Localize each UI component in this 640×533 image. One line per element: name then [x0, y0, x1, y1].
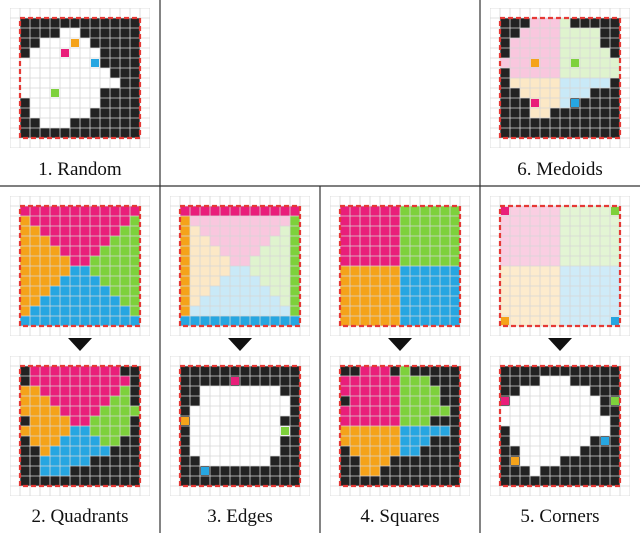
corner-result-green	[611, 397, 619, 405]
panel-edges-init	[170, 196, 310, 336]
caption-squares: 4. Squares	[360, 506, 440, 527]
caption-edges: 3. Edges	[207, 506, 273, 527]
medoid-green	[571, 59, 579, 67]
edge-blue	[201, 467, 209, 475]
panel-squares-init	[330, 196, 470, 336]
seed-magenta	[61, 49, 69, 57]
down-arrow-icon	[68, 338, 92, 351]
corner-result-orange	[511, 457, 519, 465]
caption-medoids: 6. Medoids	[517, 159, 603, 180]
seed-blue	[91, 59, 99, 67]
panel-corners-init	[490, 196, 630, 336]
corner-magenta	[501, 207, 509, 215]
corner-result-blue	[601, 437, 609, 445]
corner-green	[611, 207, 619, 215]
down-arrow-icon	[548, 338, 572, 351]
down-arrow-icon	[228, 338, 252, 351]
corner-orange	[501, 317, 509, 325]
medoid-blue	[571, 99, 579, 107]
panel-squares-result	[330, 356, 470, 496]
seed-orange	[71, 39, 79, 47]
caption-quadrants: 2. Quadrants	[31, 506, 129, 527]
medoid-magenta	[531, 99, 539, 107]
seed-green	[51, 89, 59, 97]
panel-quadrants-init	[10, 196, 150, 336]
panel-corners-result	[490, 356, 630, 496]
edge-green	[281, 427, 289, 435]
caption-corners: 5. Corners	[520, 506, 600, 527]
corner-blue	[611, 317, 619, 325]
panel-edges-result	[170, 356, 310, 496]
corner-result-magenta	[501, 397, 509, 405]
caption-random: 1. Random	[38, 159, 122, 180]
panel-medoids	[490, 8, 630, 148]
panel-quadrants-result	[10, 356, 150, 496]
down-arrow-icon	[388, 338, 412, 351]
panel-random	[10, 8, 150, 148]
medoid-orange	[531, 59, 539, 67]
edge-magenta	[231, 377, 239, 385]
edge-orange	[181, 417, 189, 425]
